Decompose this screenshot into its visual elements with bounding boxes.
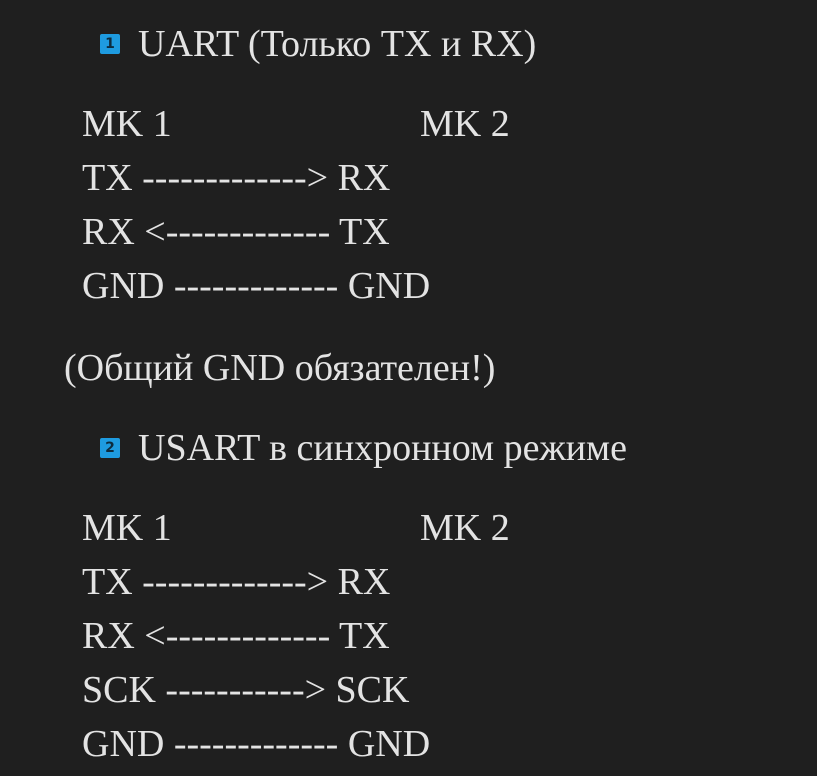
section-1-number-badge: 1 <box>100 34 120 54</box>
section-2-line-1: TX -------------> RX <box>82 561 391 603</box>
section-1-title: UART (Только TX и RX) <box>138 23 537 65</box>
section-1-header-left: MK 1 <box>82 103 172 145</box>
section-2-number-badge: 2 <box>100 438 120 458</box>
section-2-heading: 2 USART в синхронном режиме <box>100 426 627 470</box>
section-1-heading: 1 UART (Только TX и RX) <box>100 22 536 66</box>
section-2-line-4: GND ------------- GND <box>82 723 431 765</box>
section-2-title: USART в синхронном режиме <box>138 427 627 469</box>
section-2-header-right: MK 2 <box>420 507 510 549</box>
section-2-header-row: MK 1 MK 2 <box>82 506 782 550</box>
section-1-line-1: TX -------------> RX <box>82 157 391 199</box>
section-1-header-right: MK 2 <box>420 103 510 145</box>
section-1-header-row: MK 1 MK 2 <box>82 102 782 146</box>
section-1-note: (Общий GND обязателен!) <box>64 347 496 389</box>
section-1-line-3: GND ------------- GND <box>82 265 431 307</box>
section-2-header-left: MK 1 <box>82 507 172 549</box>
section-2-line-3: SCK -----------> SCK <box>82 669 410 711</box>
section-1-line-2: RX <------------- TX <box>82 211 390 253</box>
section-2-line-2: RX <------------- TX <box>82 615 390 657</box>
